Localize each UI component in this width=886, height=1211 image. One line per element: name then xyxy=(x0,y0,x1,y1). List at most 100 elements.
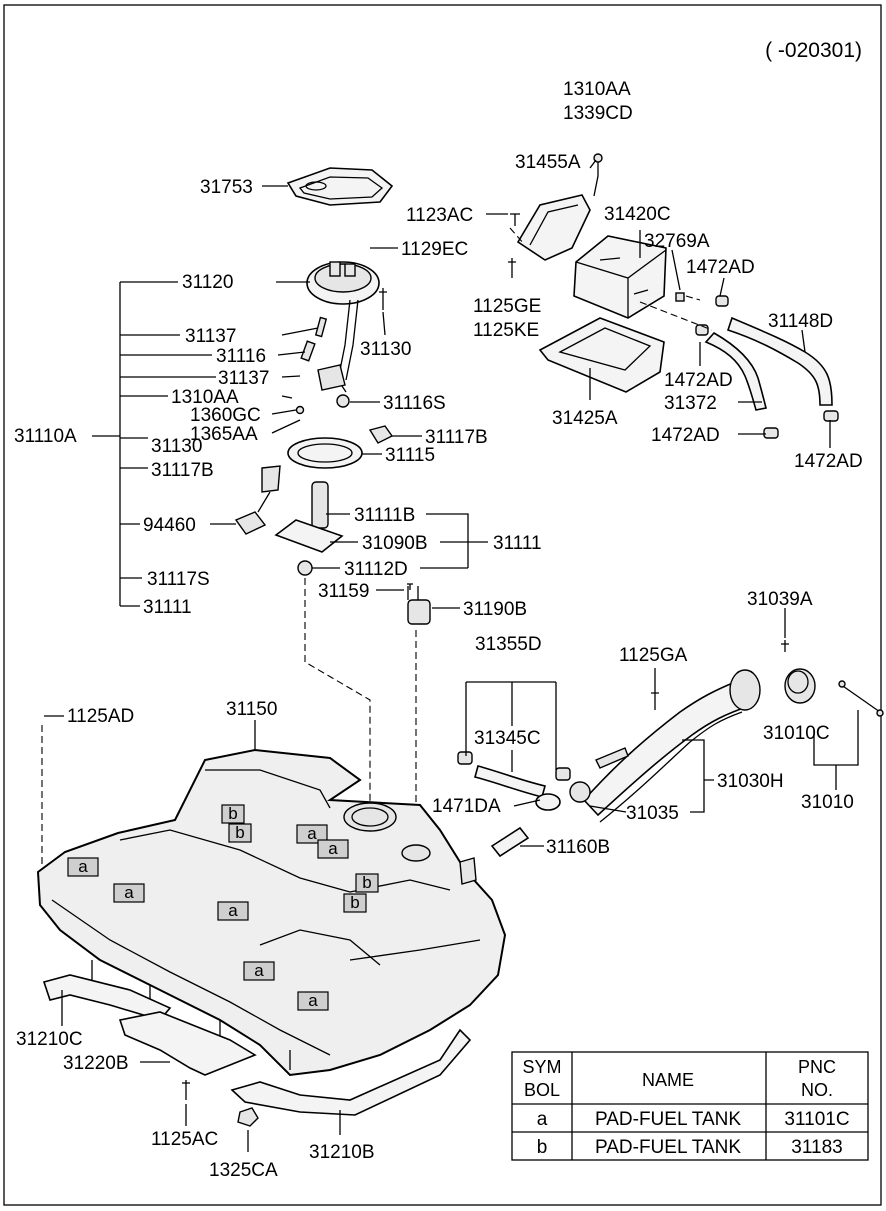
part-label: 31010 xyxy=(801,792,854,813)
part-label: 31159 xyxy=(318,581,369,602)
part-label: 1125AC xyxy=(151,1129,218,1150)
straps-shape xyxy=(42,974,472,1127)
filter-31190b-shape xyxy=(407,583,431,625)
part-label: 1123AC xyxy=(406,205,473,226)
part-label: 31148D xyxy=(768,311,833,332)
part-label: 1129EC xyxy=(401,239,468,260)
date-code: ( -020301) xyxy=(765,39,862,62)
table-row: b PAD-FUEL TANK 31183 xyxy=(537,1137,843,1158)
part-label: 1125AD xyxy=(67,706,134,727)
part-label: 31039A xyxy=(747,589,813,610)
part-label: 31753 xyxy=(200,177,253,198)
part-label: 31116S xyxy=(383,393,446,414)
part-label: 1472AD xyxy=(664,370,733,391)
part-label: 1125GE xyxy=(473,296,541,317)
pad-letter: a xyxy=(307,824,317,843)
part-label: 1471DA xyxy=(432,796,501,817)
part-label: 31035 xyxy=(626,803,679,824)
pad-marker xyxy=(221,804,245,824)
sender-94460-shape xyxy=(234,465,281,535)
part-label: 31210C xyxy=(16,1029,83,1050)
tube-31160b-shape xyxy=(490,826,530,858)
part-label: 1310AA xyxy=(563,79,631,100)
pad-letter: a xyxy=(124,883,134,902)
part-label: 31160B xyxy=(546,837,610,858)
pad-marker xyxy=(317,839,349,859)
pad-marker xyxy=(67,857,99,877)
part-label: 31111 xyxy=(143,597,192,618)
pad-marker xyxy=(296,824,328,844)
table-row: a PAD-FUEL TANK 31101C xyxy=(537,1109,850,1130)
pad-letter: a xyxy=(78,857,88,876)
row-pnc: 31183 xyxy=(791,1137,842,1158)
part-label: 31090B xyxy=(362,533,428,554)
part-label: 31111 xyxy=(493,533,542,554)
pad-letter: b xyxy=(362,873,371,892)
pad-marker xyxy=(228,823,252,843)
pad-letter: b xyxy=(235,823,244,842)
pad-marker xyxy=(297,991,329,1011)
pad-marker xyxy=(355,873,379,893)
part-label: 1125KE xyxy=(473,320,539,341)
clip-31117b-shape xyxy=(368,425,394,444)
part-label: 31117B xyxy=(425,427,488,448)
header-symbol-line1: SYM xyxy=(522,1057,561,1077)
fuel-tank-shape xyxy=(36,748,507,1077)
pad-letter: a xyxy=(254,961,264,980)
part-label: 32769A xyxy=(644,231,710,252)
filler-neck-shape xyxy=(569,669,761,823)
tank-pads xyxy=(67,804,379,1011)
pad-letters: b b a a a a a b b a a a xyxy=(78,804,371,1010)
part-label: 31150 xyxy=(226,699,277,720)
leader-lines xyxy=(44,159,859,1152)
part-label: 31345C xyxy=(474,728,541,749)
part-label: 31030H xyxy=(717,771,784,792)
part-label: 1365AA xyxy=(190,424,258,445)
part-label: 31420C xyxy=(604,204,671,225)
pad-marker xyxy=(243,961,275,981)
row-symbol: b xyxy=(537,1137,548,1158)
part-label: 31130 xyxy=(151,436,202,457)
canister-31420c-shape xyxy=(573,235,667,319)
part-label: 31117S xyxy=(147,569,210,590)
row-pnc: 31101C xyxy=(784,1109,849,1130)
page-frame xyxy=(3,4,882,1206)
hose-31345c-shape xyxy=(457,751,571,811)
part-label: 1310AA xyxy=(171,387,239,408)
part-label: 1472AD xyxy=(686,257,755,278)
part-label: 31220B xyxy=(63,1053,129,1074)
part-label: 31111B xyxy=(354,505,415,526)
gasket-31115-shape xyxy=(287,437,363,469)
part-label: 31355D xyxy=(475,634,542,655)
part-label: 31116 xyxy=(216,346,266,367)
part-label: 31112D xyxy=(344,559,408,580)
part-label: 31120 xyxy=(182,272,233,293)
pad-marker xyxy=(113,883,145,903)
pad-marker xyxy=(343,893,367,913)
fuel-pump-shape xyxy=(274,481,344,576)
part-label: 1339CD xyxy=(563,103,633,124)
header-pnc-line1: PNC xyxy=(798,1057,836,1077)
row-symbol: a xyxy=(537,1109,548,1130)
part-label: 31425A xyxy=(552,408,618,429)
part-label: 31372 xyxy=(664,393,717,414)
part-label: 31210B xyxy=(309,1142,375,1163)
part-label: 1125GA xyxy=(619,645,688,666)
part-label: 1472AD xyxy=(794,451,863,472)
header-symbol-line2: BOL xyxy=(524,1080,560,1100)
pump-flange-shape xyxy=(295,261,387,415)
part-label: 1472AD xyxy=(651,425,720,446)
part-label: 94460 xyxy=(143,515,196,536)
fuel-cap-shape xyxy=(781,640,884,717)
pad-letter: b xyxy=(350,893,359,912)
legend-table: SYM BOL NAME PNC NO. a PAD-FUEL TANK 311… xyxy=(511,1051,869,1161)
part-label: 31137 xyxy=(218,368,269,389)
part-label: 31117B xyxy=(151,460,214,481)
pad-letter: a xyxy=(308,991,318,1010)
part-label: 31455A xyxy=(515,152,581,173)
part-label: 31115 xyxy=(385,445,435,466)
pad-letter: a xyxy=(328,839,338,858)
part-label: 31137 xyxy=(185,326,236,347)
part-label: 31130 xyxy=(360,339,411,360)
